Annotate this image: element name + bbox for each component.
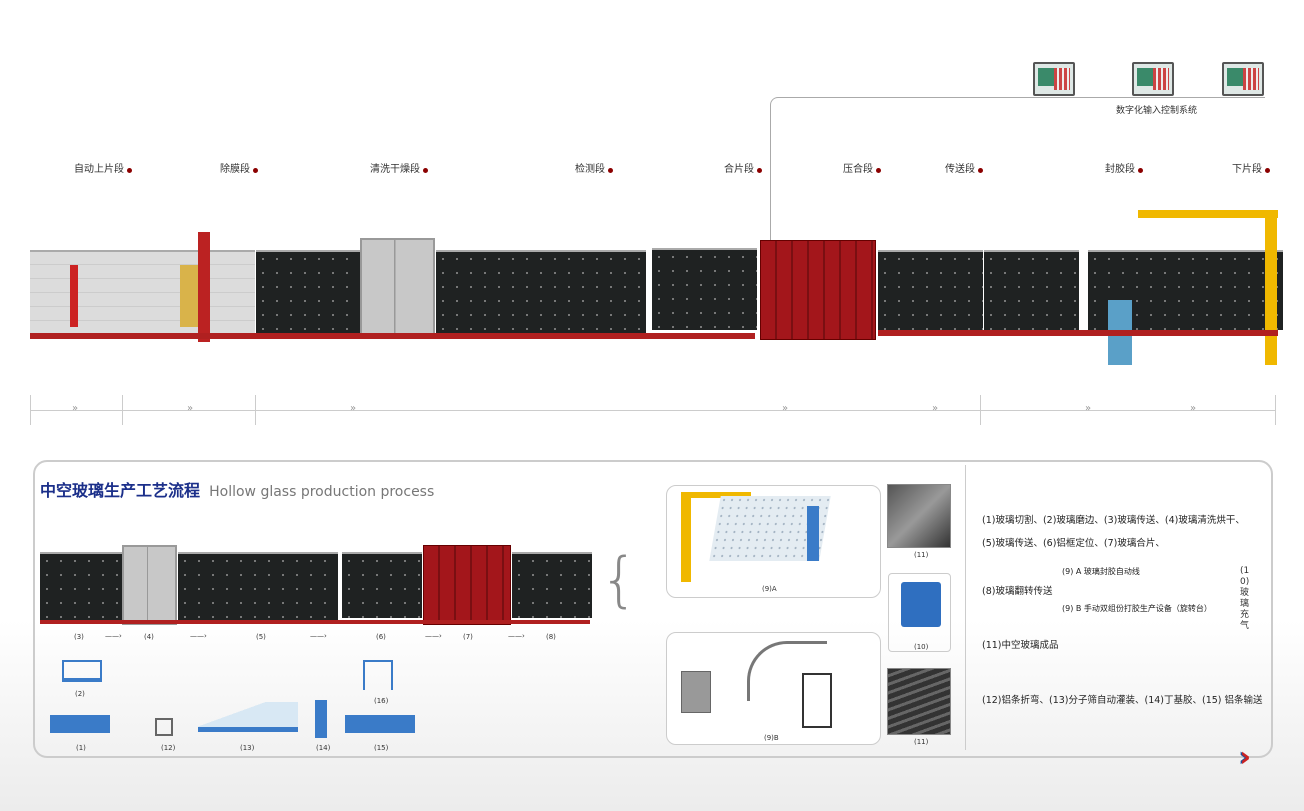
- step-line-4: (11)中空玻璃成品: [982, 640, 1059, 651]
- process-title: 中空玻璃生产工艺流程 Hollow glass production proce…: [40, 477, 434, 501]
- line-label: (8): [546, 633, 556, 641]
- line-label: (5): [256, 633, 266, 641]
- line-label: (3): [74, 633, 84, 641]
- equipment-label: (12): [161, 744, 176, 752]
- control-panel-2: [1132, 62, 1174, 96]
- section-label: 合片段: [724, 160, 762, 175]
- section-label: 下片段: [1232, 160, 1270, 175]
- equipment-label: (15): [374, 744, 389, 752]
- title-cn: 中空玻璃生产工艺流程: [40, 481, 201, 500]
- finished-glass-photo-1: [887, 484, 951, 548]
- section-label: 除膜段: [220, 160, 258, 175]
- line-label: (4): [144, 633, 154, 641]
- section-label: 清洗干燥段: [370, 160, 428, 175]
- line-label: (7): [463, 633, 473, 641]
- step-line-5: (12)铝条折弯、(13)分子筛自动灌装、(14)丁基胶、(15) 铝条输送: [982, 695, 1263, 706]
- finished-glass-photo-2: [887, 668, 951, 735]
- brace: {: [600, 545, 639, 615]
- equipment-label: (2): [75, 690, 85, 698]
- section-label: 封胶段: [1105, 160, 1143, 175]
- brand-arrow-icon: ››: [1238, 740, 1250, 773]
- equipment-label: (14): [316, 744, 331, 752]
- equipment-label: (16): [374, 697, 389, 705]
- equipment-label: (11): [914, 551, 929, 559]
- control-panel-1: [1033, 62, 1075, 96]
- section-label: 传送段: [945, 160, 983, 175]
- equipment-9b-box: (9)B: [666, 632, 881, 745]
- control-system-label: 数字化输入控制系统: [1116, 106, 1198, 116]
- step-line-3: (8)玻璃翻转传送: [982, 586, 1053, 597]
- control-panel-3: [1222, 62, 1264, 96]
- connector-line: [770, 97, 1265, 242]
- process-panel: [33, 460, 1273, 758]
- gas-filling-machine: [888, 573, 951, 652]
- equipment-label: (13): [240, 744, 255, 752]
- section-label: 检测段: [575, 160, 613, 175]
- step-line-3a: (9) A 玻璃封胶自动线: [1062, 567, 1140, 576]
- section-label: 压合段: [843, 160, 881, 175]
- step-line-2: (5)玻璃传送、(6)铝框定位、(7)玻璃合片、: [982, 538, 1165, 549]
- title-en: Hollow glass production process: [209, 484, 435, 500]
- section-label: 自动上片段: [74, 160, 132, 175]
- step-line-3c: (10) 玻璃充气: [1240, 566, 1250, 631]
- equipment-label: (1): [76, 744, 86, 752]
- step-line-1: (1)玻璃切割、(2)玻璃磨边、(3)玻璃传送、(4)玻璃清洗烘干、: [982, 515, 1245, 526]
- equipment-label: (10): [914, 643, 929, 651]
- line-label: (6): [376, 633, 386, 641]
- divider: [965, 465, 966, 750]
- equipment-label: (11): [914, 738, 929, 746]
- step-line-3b: (9) B 手动双组份打胶生产设备（旋转台）: [1062, 604, 1212, 613]
- equipment-9a-box: (9)A: [666, 485, 881, 598]
